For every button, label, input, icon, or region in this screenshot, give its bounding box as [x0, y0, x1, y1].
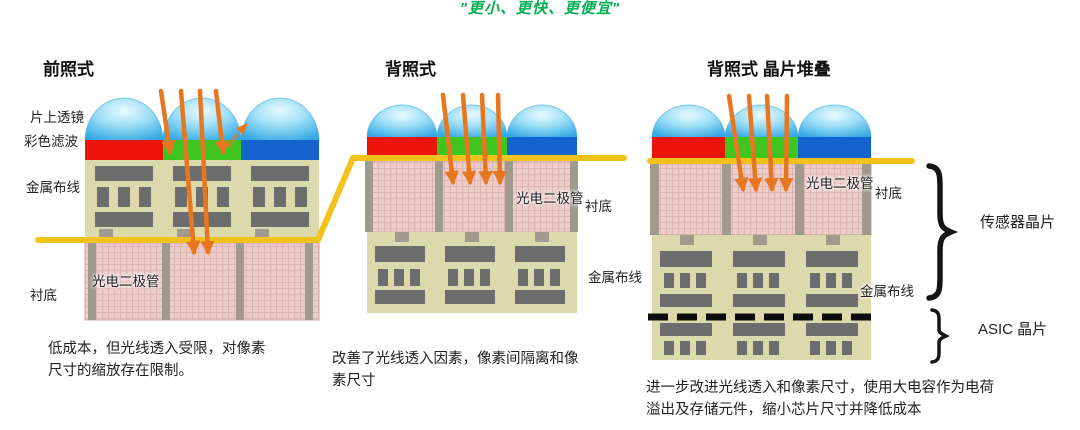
microlens [436, 104, 508, 139]
light-arrows-fsi [158, 88, 239, 256]
pixel-separator [505, 161, 513, 232]
stacked-chip [648, 104, 877, 360]
bsi-header: 背照式 [385, 60, 436, 79]
pixel-separator [162, 243, 170, 320]
fsi-wiring-label: 金属布线 [26, 180, 80, 195]
light-arrows-stacked [726, 93, 794, 193]
pixel-separator [795, 164, 804, 235]
fsi-photodiode-label: 光电二极管 [92, 274, 160, 289]
stacked-caption: 进一步改进光线透入和像素尺寸，使用大电容作为电荷 溢出及存储元件，缩小芯片尺寸并… [646, 380, 994, 418]
bsi-wiring-label: 金属布线 [588, 270, 642, 285]
microlens [240, 97, 320, 142]
fsi-header: 前照式 [43, 60, 94, 79]
green-filter [437, 137, 507, 157]
stacked-header: 背照式 晶片堆叠 [707, 60, 831, 79]
bsi-caption: 改善了光线透入因素，像素间隔离和像 素尺寸 [332, 351, 579, 389]
blue-filter [798, 137, 871, 158]
red-filter [85, 140, 163, 160]
light-arrows-bsi [440, 92, 507, 186]
pixel-separator [862, 164, 871, 235]
fsi-caption: 低成本，但光线透入受限，对像素 尺寸的缩放存在限制。 [48, 341, 266, 379]
figure-title: "更小、更快、更便宜" [459, 0, 621, 17]
asic-chip-label: ASIC 晶片 [978, 321, 1048, 338]
microlens [366, 104, 438, 139]
pixel-separator [435, 161, 443, 232]
blue-filter [507, 137, 577, 157]
blue-filter [241, 140, 319, 160]
microlens [84, 97, 164, 142]
fsi-lens-label: 片上透镜 [30, 110, 84, 125]
pixel-separator [305, 243, 313, 320]
microlens [797, 104, 872, 139]
stacked-photodiode-label: 光电二极管 [806, 176, 874, 191]
pixel-separator [236, 243, 244, 320]
pixel-separator [570, 161, 578, 232]
light-surface-line-fsi-bsi [35, 155, 627, 243]
green-filter [725, 137, 798, 158]
microlens [651, 104, 726, 139]
bsi-chip [365, 104, 578, 313]
metal-wiring-pattern [367, 232, 577, 313]
photodiode-layer [651, 163, 872, 236]
reflected-light-arrowhead [236, 123, 248, 135]
pixel-separator [365, 161, 373, 232]
fsi-filter-label: 彩色滤波 [24, 134, 78, 149]
sensor-chip-brace [926, 163, 958, 301]
red-filter [652, 137, 725, 158]
microlens [506, 104, 578, 139]
pixel-separator [88, 243, 96, 320]
stacked-substrate-label: 衬底 [875, 186, 902, 201]
sensor-chip-label: 传感器晶片 [980, 214, 1056, 231]
asic-chip-brace [930, 308, 950, 364]
pixel-separator [722, 164, 731, 235]
bsi-photodiode-label: 光电二极管 [516, 191, 584, 206]
fsi-substrate-label: 衬底 [30, 288, 57, 303]
microlens [724, 104, 799, 139]
stacked-wiring-label: 金属布线 [860, 284, 914, 299]
bsi-substrate-label: 衬底 [585, 199, 612, 214]
red-filter [367, 137, 437, 157]
pixel-separator [650, 164, 659, 235]
wiring-and-asic-pattern [652, 235, 871, 360]
